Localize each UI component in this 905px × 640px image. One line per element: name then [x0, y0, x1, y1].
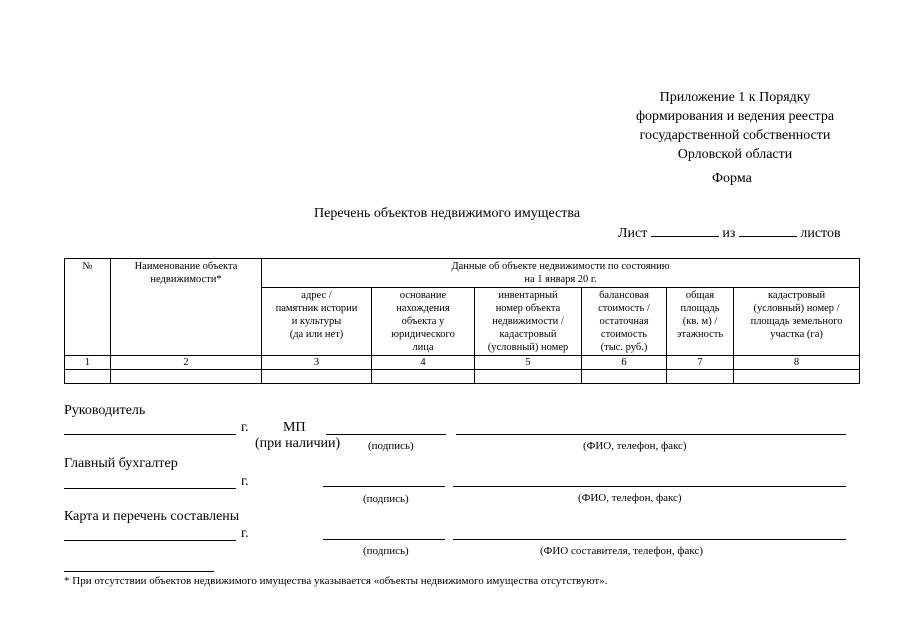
chief-accountant-label: Главный бухгалтер — [64, 456, 178, 471]
sheets-total-blank[interactable] — [738, 224, 797, 237]
header-line: стоимость — [600, 329, 648, 340]
header-line: этажность — [676, 329, 724, 340]
header-line: объекта у — [401, 316, 445, 327]
footnote: * При отсутствии объектов недвижимого им… — [64, 575, 608, 587]
table-row — [64, 369, 861, 384]
year-suffix: г. — [241, 526, 249, 541]
signature-caption: (подпись) — [363, 493, 409, 505]
head-label: Руководитель — [64, 403, 146, 418]
column-number: 3 — [261, 355, 372, 370]
header-line: общая — [685, 290, 715, 301]
table-cell[interactable] — [110, 369, 262, 384]
header-line: кадастровый — [499, 329, 557, 340]
header-line: стоимость / — [598, 303, 650, 314]
header-line: участка (га) — [770, 329, 823, 340]
accountant-fio-line[interactable] — [453, 486, 846, 487]
stamp-label: МП — [283, 420, 306, 435]
header-line: (условный) номер / — [753, 303, 840, 314]
sheet-word: Лист — [618, 226, 648, 241]
appendix-line: формирования и ведения реестра — [635, 109, 835, 124]
header-line: и культуры — [291, 316, 342, 327]
fio-caption: (ФИО, телефон, факс) — [578, 492, 682, 504]
appendix-line: государственной собственности — [639, 128, 831, 143]
form-label: Форма — [712, 171, 752, 186]
header-line: адрес / — [301, 290, 332, 301]
column-number: 6 — [581, 355, 667, 370]
column-number: 8 — [732, 355, 861, 370]
header-object-data: Данные об объекте недвижимости по состоя… — [260, 258, 861, 288]
header-line: (тыс. руб.) — [600, 342, 648, 353]
compiler-signature-line[interactable] — [323, 539, 445, 540]
table-cell[interactable] — [474, 369, 582, 384]
sheet-counter: Лист из листов — [618, 224, 841, 242]
header-line: балансовая — [599, 290, 649, 301]
fio-compiler-caption: (ФИО составителя, телефон, факс) — [540, 545, 704, 557]
year-suffix: г. — [241, 474, 249, 489]
signature-caption: (подпись) — [363, 545, 409, 557]
sheet-number-blank[interactable] — [650, 224, 719, 237]
sheets-word: листов — [800, 226, 841, 241]
header-line: остаточная — [599, 316, 649, 327]
header-cadastral-number: кадастровый (условный) номер / площадь з… — [732, 287, 861, 356]
column-number-row: 1 2 3 4 5 6 7 8 — [64, 355, 861, 370]
header-line: инвентарный — [498, 290, 558, 301]
header-line: лица — [412, 342, 434, 353]
footnote-divider — [64, 571, 214, 572]
accountant-signature-line[interactable] — [323, 486, 445, 487]
table-cell[interactable] — [581, 369, 667, 384]
head-fio-line[interactable] — [456, 434, 846, 435]
of-word: из — [722, 226, 736, 241]
header-inventory-number: инвентарный номер объекта недвижимости /… — [474, 287, 582, 356]
accountant-date-line[interactable] — [64, 488, 236, 489]
header-area: общая площадь (кв. м) / этажность — [666, 287, 734, 356]
header-line: (кв. м) / — [682, 316, 718, 327]
table-cell[interactable] — [732, 369, 861, 384]
document-title: Перечень объектов недвижимого имущества — [314, 206, 581, 221]
appendix-line: Приложение 1 к Порядку — [659, 90, 811, 105]
header-line: юридического — [391, 329, 455, 340]
appendix-header: Приложение 1 к Порядку формирования и ве… — [610, 88, 860, 164]
table-cell[interactable] — [666, 369, 734, 384]
header-line: основание — [399, 290, 447, 301]
column-number: 5 — [474, 355, 582, 370]
header-line: недвижимости / — [492, 316, 564, 327]
header-line: площадь земельного — [750, 316, 843, 327]
column-number: 7 — [666, 355, 734, 370]
header-address: адрес / памятник истории и культуры (да … — [261, 287, 372, 356]
header-line: кадастровый — [767, 290, 826, 301]
year-suffix: г. — [241, 420, 249, 435]
header-line: площадь — [680, 303, 720, 314]
compiled-by-label: Карта и перечень составлены — [64, 509, 240, 524]
header-line: номер объекта — [495, 303, 561, 314]
header-object-data-line: Данные об объекте недвижимости по состоя… — [451, 261, 670, 272]
table-cell[interactable] — [64, 369, 111, 384]
appendix-line: Орловской области — [677, 147, 793, 162]
header-balance-value: балансовая стоимость / остаточная стоимо… — [581, 287, 667, 356]
header-basis: основание нахождения объекта у юридическ… — [371, 287, 475, 356]
column-number: 4 — [371, 355, 475, 370]
header-line: (условный) номер — [487, 342, 569, 353]
compiler-date-line[interactable] — [64, 540, 236, 541]
table-cell[interactable] — [371, 369, 475, 384]
header-object-name: Наименование объекта недвижимости* — [110, 258, 262, 356]
header-object-data-date: на 1 января 20 г. — [524, 274, 597, 285]
compiler-fio-line[interactable] — [453, 539, 846, 540]
head-date-line[interactable] — [64, 434, 236, 435]
header-number: № — [64, 258, 111, 356]
column-number: 2 — [110, 355, 262, 370]
column-number: 1 — [64, 355, 111, 370]
signature-caption: (подпись) — [368, 440, 414, 452]
table-cell[interactable] — [261, 369, 372, 384]
header-line: (да или нет) — [289, 329, 344, 340]
fio-caption: (ФИО, телефон, факс) — [583, 440, 687, 452]
header-line: памятник истории — [275, 303, 358, 314]
head-signature-line[interactable] — [326, 434, 446, 435]
property-register-table: № Наименование объекта недвижимости* Дан… — [64, 258, 861, 384]
stamp-if-any: (при наличии) — [255, 436, 341, 451]
header-line: нахождения — [396, 303, 450, 314]
